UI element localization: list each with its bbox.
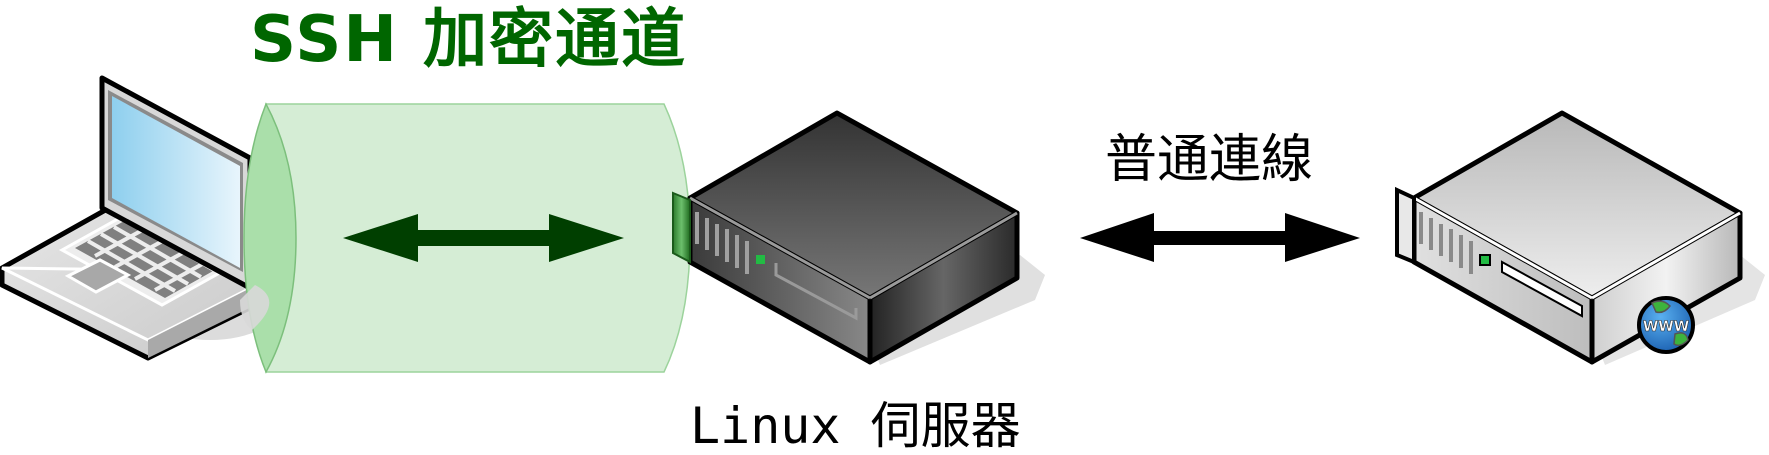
led-icon — [756, 255, 765, 264]
linux-server-icon — [672, 110, 1045, 365]
plain-bidirectional-arrow-icon — [1080, 213, 1360, 262]
tunnel-title: SSH 加密通道 — [250, 3, 688, 77]
led-icon — [1479, 254, 1491, 266]
globe-label: WWW — [1643, 319, 1689, 335]
ssh-bidirectional-arrow-icon — [343, 214, 624, 262]
laptop-screen — [112, 96, 240, 268]
plain-connection-label: 普通連線 — [1105, 130, 1314, 190]
globe-www-icon: WWW — [1637, 296, 1695, 354]
linux-server-label: Linux 伺服器 — [690, 397, 1021, 455]
web-server-icon: WWW — [1395, 110, 1765, 365]
